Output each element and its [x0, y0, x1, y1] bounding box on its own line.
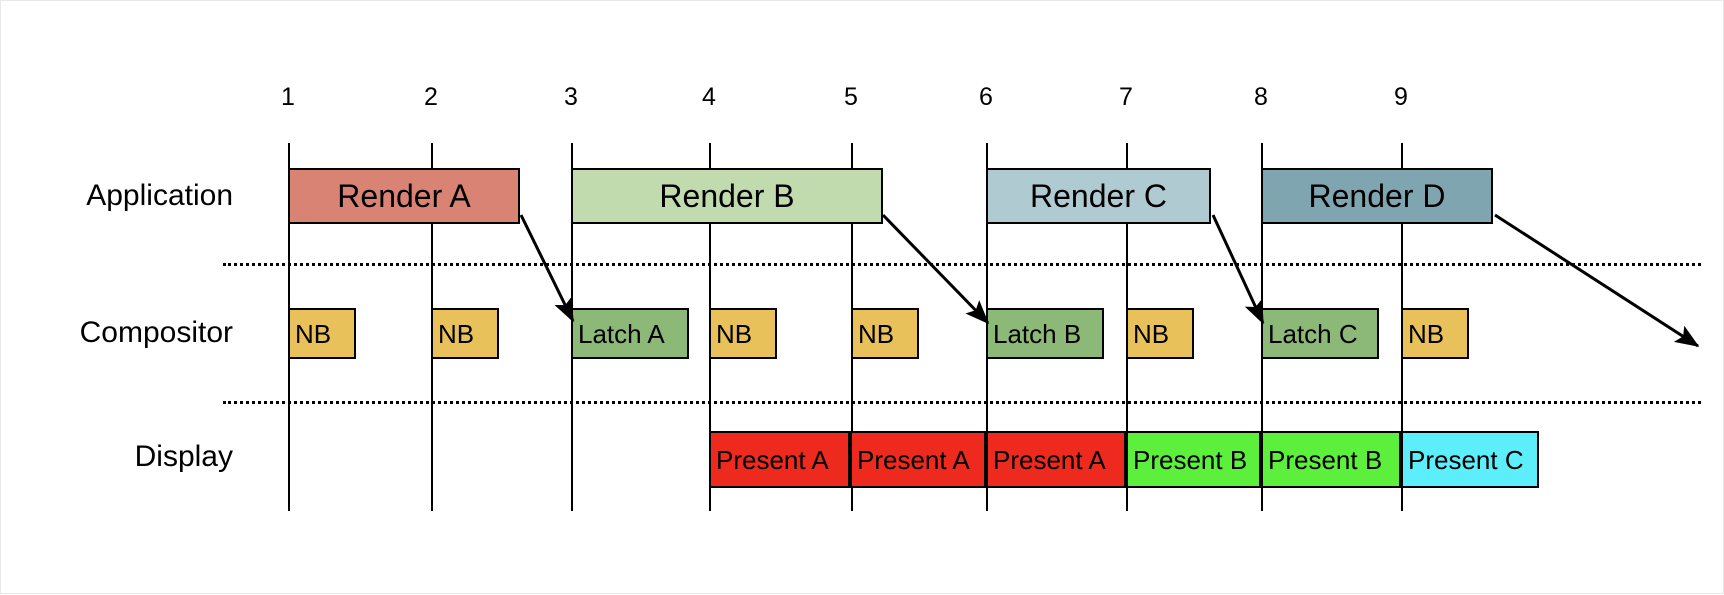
compositor-block-label: Latch A — [578, 318, 665, 349]
render-block-label: Render C — [1030, 178, 1167, 214]
compositor-block-1: NB — [431, 308, 499, 359]
present-block-3: Present B — [1126, 431, 1261, 488]
render-block-2: Render C — [986, 168, 1211, 224]
tick-label-5: 5 — [844, 83, 858, 111]
tick-label-4: 4 — [702, 83, 716, 111]
compositor-block-label: NB — [716, 318, 753, 349]
present-block-label: Present A — [716, 444, 829, 475]
tick-label-7: 7 — [1119, 83, 1133, 111]
compositor-block-2: Latch A — [571, 308, 689, 359]
tick-label-8: 8 — [1254, 83, 1268, 111]
compositor-block-3: NB — [709, 308, 777, 359]
tick-label-3: 3 — [564, 83, 578, 111]
compositor-block-8: NB — [1401, 308, 1469, 359]
present-block-0: Present A — [709, 431, 850, 488]
present-block-label: Present B — [1133, 444, 1248, 475]
present-block-label: Present B — [1268, 444, 1383, 475]
tick-label-9: 9 — [1394, 83, 1408, 111]
present-block-5: Present C — [1401, 431, 1539, 488]
compositor-block-7: Latch C — [1261, 308, 1379, 359]
compositor-block-label: Latch C — [1268, 318, 1358, 349]
row-label-application: Application — [86, 179, 233, 212]
present-block-2: Present A — [986, 431, 1126, 488]
compositor-display-separator — [223, 401, 1701, 404]
render-block-label: Render B — [659, 178, 795, 214]
app-compositor-separator — [223, 263, 1701, 266]
render-a-to-latch-a — [519, 214, 575, 323]
present-block-label: Present A — [857, 444, 970, 475]
render-block-label: Render A — [337, 178, 471, 214]
tick-label-1: 1 — [281, 83, 295, 111]
tick-label-6: 6 — [979, 83, 993, 111]
present-block-1: Present A — [850, 431, 986, 488]
compositor-block-label: NB — [858, 318, 895, 349]
render-block-1: Render B — [571, 168, 883, 224]
compositor-block-label: NB — [438, 318, 475, 349]
render-block-0: Render A — [288, 168, 520, 224]
tick-label-2: 2 — [424, 83, 438, 111]
present-block-4: Present B — [1261, 431, 1401, 488]
render-d-to-offscreen — [1494, 213, 1700, 348]
render-c-to-latch-c — [1211, 214, 1265, 325]
compositor-block-label: NB — [295, 318, 332, 349]
compositor-block-label: NB — [1408, 318, 1445, 349]
compositor-block-label: Latch B — [993, 318, 1082, 349]
render-block-3: Render D — [1261, 168, 1493, 224]
compositor-block-6: NB — [1126, 308, 1194, 359]
render-block-label: Render D — [1308, 178, 1446, 214]
present-block-label: Present A — [993, 444, 1106, 475]
compositor-block-5: Latch B — [986, 308, 1104, 359]
compositor-block-0: NB — [288, 308, 356, 359]
compositor-block-label: NB — [1133, 318, 1170, 349]
row-label-display: Display — [134, 440, 233, 473]
row-label-compositor: Compositor — [79, 316, 233, 349]
compositor-block-4: NB — [851, 308, 919, 359]
present-block-label: Present C — [1408, 444, 1524, 475]
render-b-to-latch-b — [881, 213, 990, 325]
